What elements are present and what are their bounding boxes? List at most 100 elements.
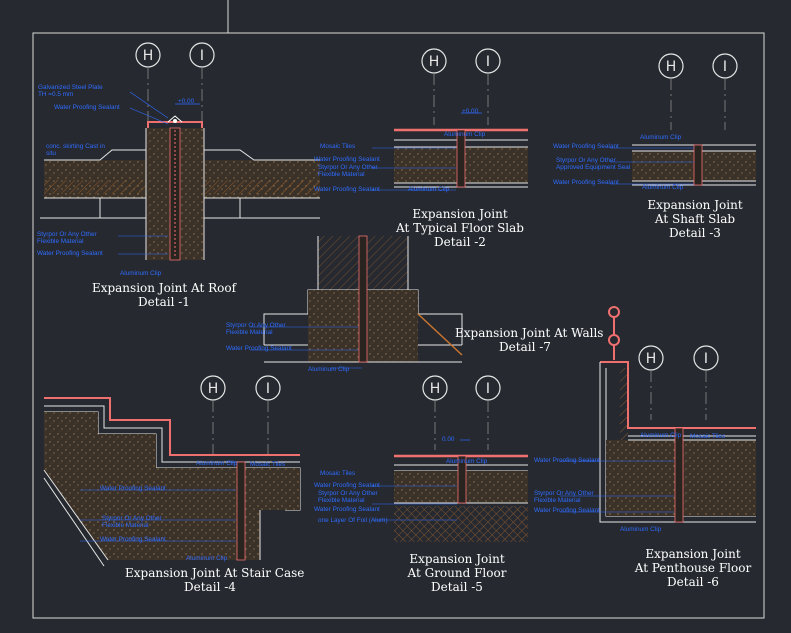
note-gf-wps1: Water Proofing Sealant [314,482,380,489]
note-roof-galv: Galvanized Steel Plate [38,84,103,91]
title-ground: Expansion Joint At Ground Floor Detail -… [392,552,522,594]
note-st-clip: Aluminum Clip [196,460,238,467]
note-w-wps: Water Proofing Sealant [226,345,292,352]
note-st-wps1: Water Proofing Sealant [100,485,166,492]
grid-label-h: H [208,381,219,397]
note-sh-styr: Styrpor Or Any Other [556,157,616,164]
grid-bubble-i: I [475,48,501,125]
grid-label-h: H [666,59,677,75]
grid-bubble-i: I [712,53,738,130]
note-tf-flex: Flexible Material [318,171,365,178]
note-tf-clip2: Aluminum Clip [408,186,450,193]
note-gf-clip: Aluminum Clip [446,458,488,465]
note-roof-flex: Flexible Material [37,238,84,245]
note-ph-wps2: Water Proofing Sealant [534,507,600,514]
detail-roof: H I [40,42,320,261]
grid-label-i: I [486,54,490,70]
title-walls-line1: Expansion Joint At Walls [455,326,604,340]
title-penthouse-line3: Detail -6 [667,575,719,589]
grid-label-h: H [429,54,440,70]
grid-bubble-i: I [475,375,501,450]
title-roof-line2: Detail -1 [138,295,190,309]
note-gf-flex: Flexible Material [318,497,365,504]
grid-label-i: I [266,381,270,397]
note-gf-styr: Styrpor Or Any Other [318,490,378,497]
detail-walls [250,235,463,369]
note-tf-wps2: Water Proofing Sealant [314,186,380,193]
grid-label-h: H [646,351,657,367]
grid-bubble-h: H [658,53,684,130]
note-roof-level: +0.00 [178,98,195,105]
note-tf-wps1: Water Proofing Sealant [314,156,380,163]
note-w-flex: Flexible Material [226,329,273,336]
title-ground-line2: At Ground Floor [407,566,507,580]
note-roof-styr: Styrpor Or Any Other [37,231,97,238]
note-st-wps2: Water Proofing Sealant [100,536,166,543]
title-shaft-line2: At Shaft Slab [654,212,736,226]
grid-label-i: I [723,59,727,75]
note-sh-clip2: Aluminum Clip [642,184,684,191]
note-st-clip2: Aluminum Clip [186,555,228,562]
grid-bubble-h: H [200,375,226,455]
title-shaft-line1: Expansion Joint [647,198,743,212]
title-typical-floor: Expansion Joint At Typical Floor Slab De… [390,207,530,249]
note-tf-clip1: Aluminum Clip [444,131,486,138]
note-ph-flex: Flexible Material [534,497,581,504]
title-stair: Expansion Joint At Stair Case Detail -4 [125,566,304,594]
title-penthouse-line2: At Penthouse Floor [634,561,752,575]
note-sh-equip: Approved Equipment Seal [556,164,631,171]
note-st-flex: Flexible Material [102,522,149,529]
grid-label-i: I [200,48,204,64]
title-typical-floor-line3: Detail -2 [434,235,486,249]
note-sh-clip: Aluminum Clip [640,134,682,141]
note-w-clip: Aluminum Clip [308,366,350,373]
grid-bubble-i: I [693,345,719,420]
note-gf-level: 0.00 [442,436,455,443]
title-penthouse: Expansion Joint At Penthouse Floor Detai… [628,547,758,589]
note-tf-mosaic: Mosaic Tiles [320,143,356,150]
note-st-mosaic: Mosaic Tiles [250,461,286,468]
detail-shaft: H I [610,53,756,186]
grid-bubble-i: I [255,375,281,455]
note-ph-wps1: Water Proofing Sealant [534,457,600,464]
detail-stair: H I [43,375,301,567]
title-walls: Expansion Joint At Walls Detail -7 [455,326,604,354]
note-gf-foil: one Layer Of Foil (Alum) [318,517,388,524]
title-shaft: Expansion Joint At Shaft Slab Detail -3 [635,198,755,240]
title-penthouse-line1: Expansion Joint [645,547,741,561]
title-shaft-line3: Detail -3 [669,226,721,240]
note-roof-skirting: conc. skirting Cast in [46,143,105,150]
note-ph-mosaic: Mosaic Tiles [690,433,726,440]
title-walls-line2: Detail -7 [499,340,551,354]
detail-ground: H I [372,375,528,542]
grid-label-i: I [486,381,490,397]
title-typical-floor-line2: At Typical Floor Slab [396,221,524,235]
note-roof-wps2: Water Proofing Sealant [37,250,103,257]
note-roof-skirting2: situ [46,150,56,157]
note-roof-th: TH =0.5 mm [38,91,74,98]
note-sh-wps2: Water Proofing Sealant [553,179,619,186]
title-ground-line3: Detail -5 [431,580,483,594]
note-sh-wps1: Water Proofing Sealant [553,143,619,150]
note-tf-level: +0.00 [462,108,479,115]
grid-label-i: I [704,351,708,367]
grid-bubble-h: H [422,375,448,450]
note-w-styr: Styrpor Or Any Other [226,322,286,329]
note-ph-clip2: Aluminum Clip [620,526,662,533]
grid-label-h: H [430,381,441,397]
grid-bubble-h: H [638,345,664,420]
title-typical-floor-line1: Expansion Joint [412,207,508,221]
grid-bubble-h: H [421,48,447,125]
grid-label-h: H [143,48,154,64]
title-roof: Expansion Joint At Roof Detail -1 [84,281,244,309]
sheet-frame [32,32,765,619]
detail-penthouse: H I [560,306,756,523]
note-tf-styr: Styrpor Or Any Other [318,164,378,171]
title-roof-line1: Expansion Joint At Roof [91,281,237,295]
note-roof-clip: Aluminum Clip [120,270,162,277]
title-stair-line2: Detail -4 [184,580,236,594]
note-gf-wps2: Water Proofing Sealant [314,506,380,513]
note-st-styr: Styrpor Or Any Other [102,515,162,522]
